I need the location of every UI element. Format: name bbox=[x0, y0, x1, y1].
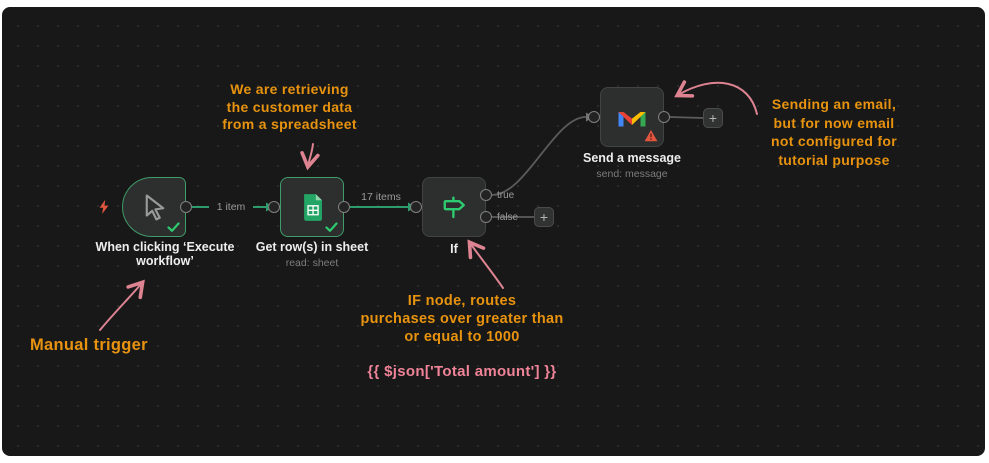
port-if-input[interactable] bbox=[410, 201, 422, 213]
connection-items-label: 1 item bbox=[209, 201, 253, 213]
node-gmail[interactable] bbox=[600, 87, 664, 147]
annotation-expression-note: {{ $json['Total amount'] }} bbox=[367, 363, 557, 380]
add-node-button-gmail[interactable]: + bbox=[703, 108, 723, 128]
success-check-icon bbox=[325, 222, 338, 233]
annotation-manual-trigger-note: Manual trigger bbox=[30, 336, 148, 354]
node-caption-gmail: Send a message send: message bbox=[552, 151, 712, 180]
annotation-email-note: Sending an email, but for now email not … bbox=[771, 96, 897, 168]
node-manual-trigger[interactable] bbox=[122, 177, 186, 237]
annotation-if-note: IF node, routes purchases over greater t… bbox=[360, 293, 564, 345]
port-gmail-input[interactable] bbox=[588, 111, 600, 123]
port-if-true-output[interactable] bbox=[480, 189, 492, 201]
node-subtitle: send: message bbox=[596, 168, 668, 180]
node-title: If bbox=[450, 242, 458, 256]
node-caption-sheets: Get row(s) in sheet read: sheet bbox=[232, 240, 392, 269]
node-caption-if: If bbox=[404, 242, 504, 256]
workflow-canvas[interactable] bbox=[2, 7, 985, 456]
gmail-icon bbox=[616, 105, 648, 130]
output-label-true: true bbox=[497, 190, 515, 201]
node-title: When clicking ‘Execute workflow’ bbox=[95, 240, 235, 268]
connection-items-label: 17 items bbox=[361, 191, 401, 203]
annotation-retrieve-note: We are retrieving the customer data from… bbox=[222, 81, 357, 132]
node-google-sheets[interactable] bbox=[280, 177, 344, 237]
execute-bolt-icon bbox=[98, 199, 110, 215]
port-if-false-output[interactable] bbox=[480, 211, 492, 223]
node-caption-trigger: When clicking ‘Execute workflow’ bbox=[60, 240, 270, 268]
signpost-icon bbox=[439, 192, 469, 222]
node-if[interactable] bbox=[422, 177, 486, 237]
google-sheets-icon bbox=[299, 193, 326, 222]
port-sheets-output[interactable] bbox=[338, 201, 350, 213]
port-sheets-input[interactable] bbox=[268, 201, 280, 213]
add-node-button-false-branch[interactable]: + bbox=[534, 207, 554, 227]
output-label-false: false bbox=[497, 212, 519, 223]
port-trigger-output[interactable] bbox=[180, 201, 192, 213]
success-check-icon bbox=[167, 222, 180, 233]
node-title: Send a message bbox=[583, 151, 681, 165]
warning-triangle-icon bbox=[644, 129, 658, 142]
node-subtitle: read: sheet bbox=[285, 257, 339, 269]
cursor-icon bbox=[139, 192, 169, 222]
node-title: Get row(s) in sheet bbox=[255, 240, 369, 254]
port-gmail-output[interactable] bbox=[658, 111, 670, 123]
